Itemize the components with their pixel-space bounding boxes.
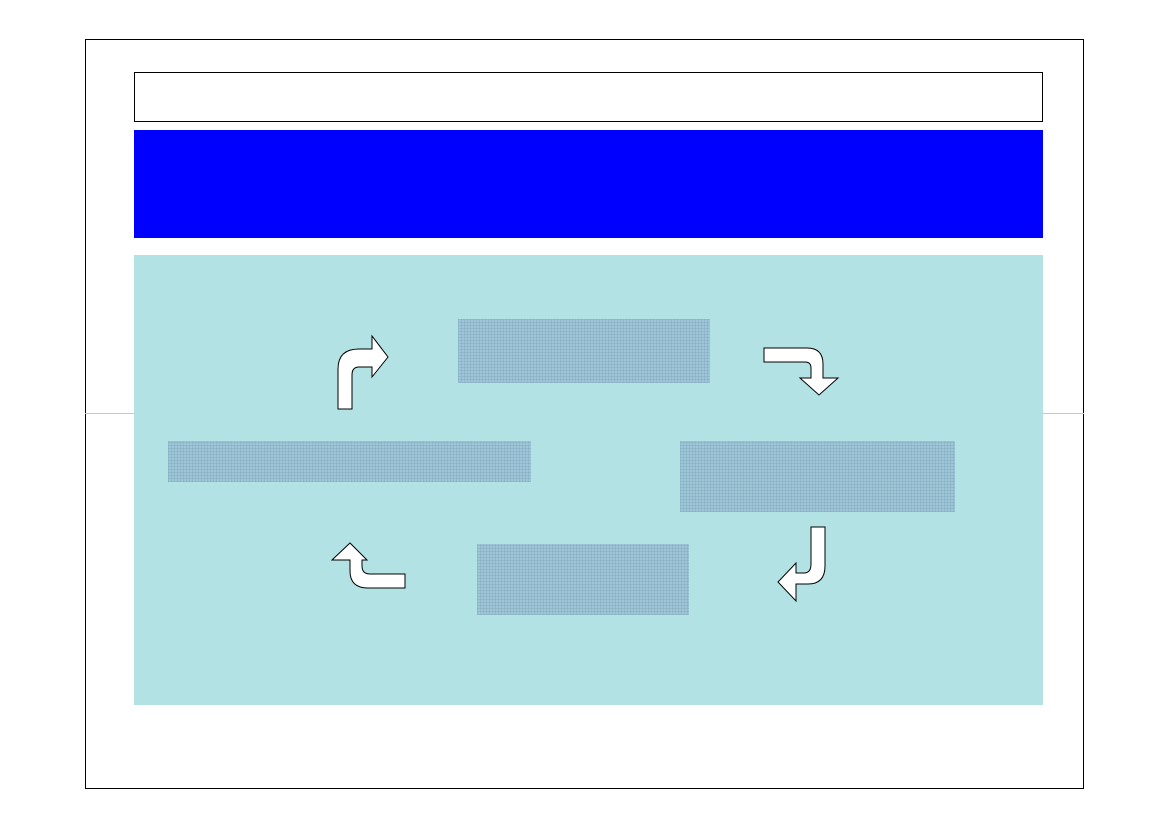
curved-arrow-left-up-icon <box>330 542 406 589</box>
slide-title <box>135 73 1042 101</box>
cycle-step-top <box>458 319 710 383</box>
guide-line-right <box>1043 413 1084 414</box>
curved-arrow-right-down-icon <box>763 347 840 396</box>
curved-arrow-down-left-icon <box>777 526 826 603</box>
guide-line-left <box>85 413 135 414</box>
cycle-step-left <box>168 441 531 482</box>
header-text <box>134 130 1043 190</box>
cycle-step-bottom <box>477 544 689 615</box>
curved-arrow-up-right-icon <box>337 334 389 410</box>
cycle-step-right <box>680 441 955 512</box>
cycle-diagram-panel <box>134 255 1043 705</box>
title-placeholder[interactable] <box>134 72 1043 122</box>
header-band <box>134 130 1043 238</box>
